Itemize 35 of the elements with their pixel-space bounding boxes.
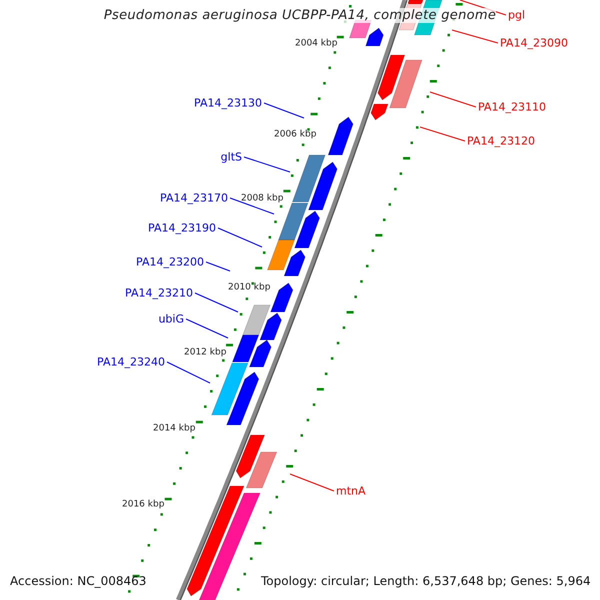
leader-line <box>420 126 466 142</box>
gene-label: PA14_23130 <box>194 96 262 110</box>
gene-label: PA14_23110 <box>478 100 546 114</box>
tick-label: 2010 kbp <box>228 282 270 294</box>
leader-line <box>452 30 498 44</box>
gene-label: PA14_23170 <box>160 192 228 204</box>
footer-text: Accession: NC_008463 <box>10 574 146 589</box>
gene-label: gltS <box>220 150 242 164</box>
leader-line <box>264 102 304 118</box>
gene-label: PA14_23190 <box>148 222 216 234</box>
tick-label: 2006 kbp <box>274 130 316 140</box>
tick-label: 2012 kbp <box>184 348 226 358</box>
tick-label: 2008 kbp <box>241 194 284 204</box>
leader-line <box>430 92 476 108</box>
footer-text: Topology: circular; Length: 6,537,648 bp; Genes: 5,964 <box>261 574 591 589</box>
leader-line <box>194 292 238 312</box>
tick-label: 2016 kbp <box>122 500 164 510</box>
leader-line <box>290 474 334 492</box>
gene-label: pgl <box>508 8 526 22</box>
gene-label: PA14_23240 <box>97 356 165 368</box>
tick-label: 2004 kbp <box>295 38 338 50</box>
gene-label: PA14_23120 <box>467 134 535 148</box>
leader-line <box>244 156 290 172</box>
gene-label: ubiG <box>158 312 184 326</box>
gene-label: PA14_23090 <box>500 36 568 50</box>
tick-label: 2014 kbp <box>153 424 196 434</box>
gene-label: PA14_23210 <box>125 286 193 300</box>
diagram-title: Pseudomonas aeruginosa UCBPP-PA14, complete genome <box>104 8 496 23</box>
leader-line <box>186 318 228 338</box>
gene-label: PA14_23200 <box>136 256 204 268</box>
leader-line <box>206 262 230 272</box>
leader-line <box>218 228 262 248</box>
gene-label: mtnA <box>336 484 366 498</box>
leader-line <box>166 362 210 384</box>
leader-line <box>230 198 274 214</box>
